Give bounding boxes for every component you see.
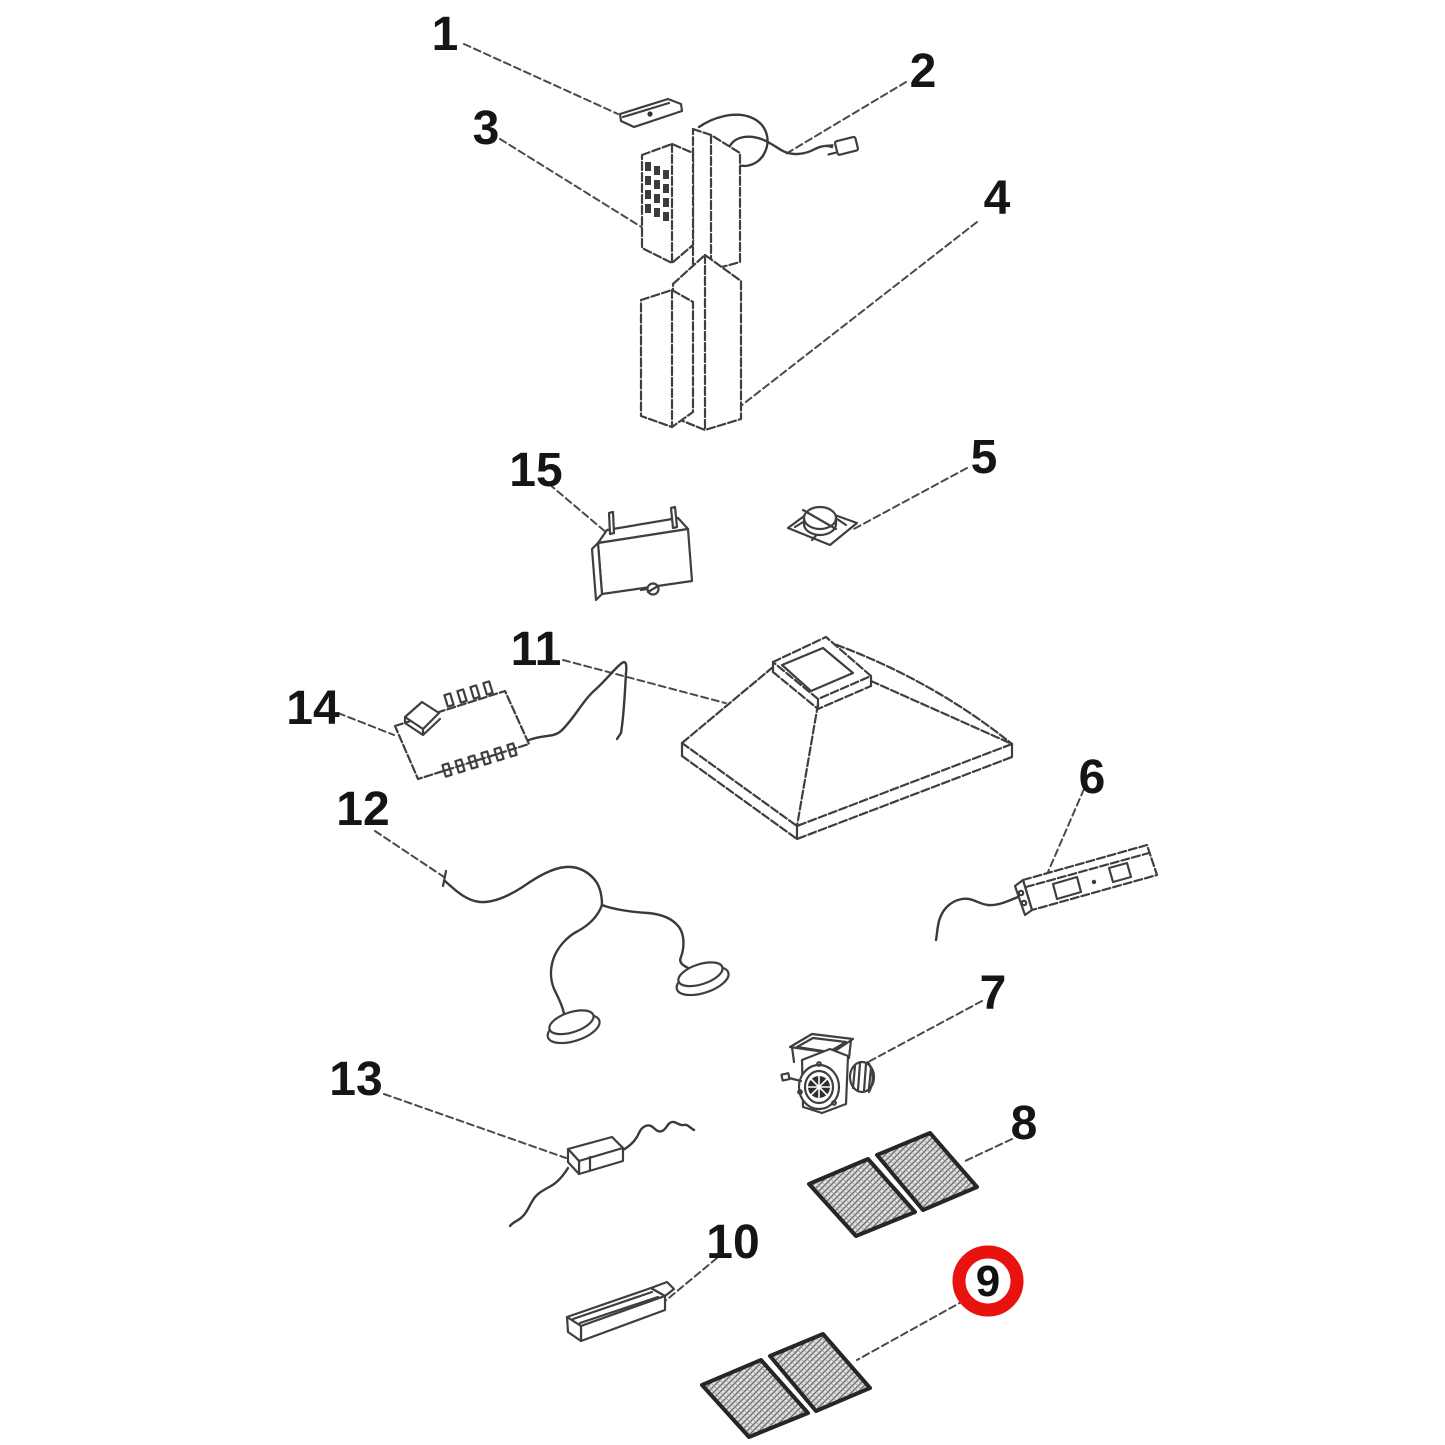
leader-line-12 bbox=[374, 830, 445, 878]
vent-slots bbox=[645, 162, 669, 221]
part-6-switch-panel bbox=[934, 843, 1159, 942]
part-3-upper-chimney-front bbox=[640, 142, 695, 265]
part-1-bracket bbox=[618, 97, 684, 129]
board-terminals bbox=[441, 680, 518, 778]
part-label-8: 8 bbox=[1011, 1097, 1038, 1150]
squirrel-cage bbox=[848, 1060, 876, 1094]
fan-inlet bbox=[797, 1061, 841, 1111]
leader-line-3 bbox=[499, 138, 644, 229]
highlighted-part-callout-9[interactable]: 9 bbox=[952, 1245, 1024, 1317]
part-label-7: 7 bbox=[980, 967, 1007, 1020]
leader-line-11 bbox=[562, 659, 779, 718]
part-8-grease-filters bbox=[807, 1131, 979, 1238]
leader-line-13 bbox=[383, 1093, 567, 1159]
bracket-hole bbox=[647, 111, 653, 117]
lamp-icon bbox=[675, 961, 730, 997]
leader-line-14 bbox=[337, 712, 395, 736]
part-label-12: 12 bbox=[336, 783, 389, 836]
part-label-3: 3 bbox=[473, 102, 500, 155]
part-12-lamp-harness bbox=[441, 865, 730, 1045]
part-7-blower-motor bbox=[780, 1032, 876, 1115]
part-label-6: 6 bbox=[1079, 751, 1106, 804]
part-11-hood-canopy bbox=[680, 635, 1014, 841]
leader-line-5 bbox=[851, 467, 968, 531]
lamp-icon bbox=[546, 1009, 601, 1045]
part-9-grease-filters bbox=[700, 1332, 872, 1439]
switch-cutout bbox=[1107, 861, 1133, 884]
part-label-1: 1 bbox=[432, 8, 459, 61]
part-label-5: 5 bbox=[971, 431, 998, 484]
leader-line-7 bbox=[869, 1000, 983, 1062]
part-label-11: 11 bbox=[511, 623, 562, 676]
plug-icon bbox=[824, 135, 860, 156]
leader-line-9 bbox=[856, 1299, 966, 1361]
part-13-transformer bbox=[508, 1120, 696, 1228]
leader-line-8 bbox=[962, 1138, 1013, 1163]
duct-collar bbox=[771, 635, 873, 711]
leader-line-2 bbox=[783, 81, 907, 156]
mounting-tab bbox=[607, 510, 616, 536]
part-label-4: 4 bbox=[984, 172, 1011, 225]
part-label-9: 9 bbox=[976, 1257, 1000, 1306]
switch-cutout bbox=[1051, 875, 1083, 901]
part-label-13: 13 bbox=[329, 1053, 382, 1106]
part-label-14: 14 bbox=[286, 682, 340, 735]
leader-line-4 bbox=[741, 221, 978, 406]
part-14-control-board bbox=[393, 660, 628, 781]
part-label-2: 2 bbox=[910, 45, 937, 98]
leader-line-6 bbox=[1047, 788, 1085, 873]
part-5-duct-adapter bbox=[786, 505, 859, 547]
leader-line-1 bbox=[463, 43, 619, 115]
part-10-drip-tray bbox=[565, 1280, 676, 1343]
part-label-15: 15 bbox=[509, 444, 562, 497]
part-3-upper-chimney bbox=[691, 127, 742, 272]
part-4-lower-chimney-front bbox=[639, 288, 695, 429]
part-15-junction-box bbox=[590, 505, 694, 602]
highlight-ring-icon bbox=[952, 1245, 1024, 1317]
mounting-tab bbox=[669, 505, 679, 530]
leader-line-10 bbox=[663, 1257, 718, 1303]
leader-lines bbox=[337, 43, 1085, 1361]
callout-labels: 1 2 3 4 5 15 11 14 6 12 7 8 13 10 bbox=[286, 8, 1105, 1269]
part-label-10: 10 bbox=[706, 1216, 759, 1269]
